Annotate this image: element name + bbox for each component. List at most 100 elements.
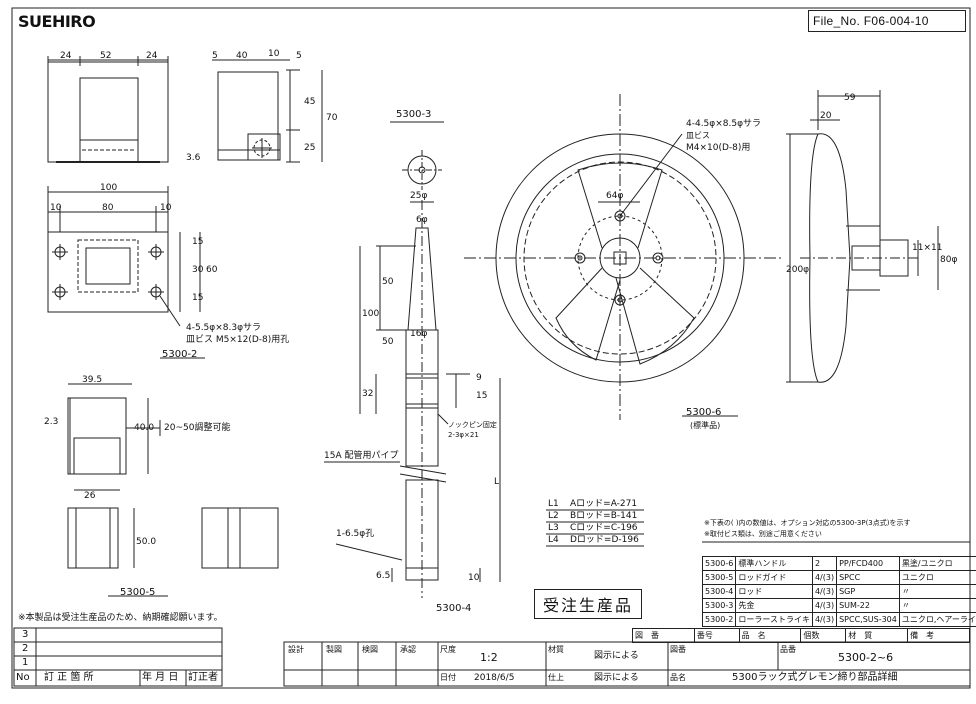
bom-cell: 2 — [811, 556, 838, 571]
revision-header: 年 月 日 — [142, 672, 179, 683]
dim-label: 100 — [362, 309, 379, 319]
scale-value: 1:2 — [480, 651, 498, 664]
bom-cell: PP/FCD400 — [836, 556, 900, 571]
dim-label: 59 — [844, 93, 856, 103]
part-label: 5300-6 — [686, 407, 722, 418]
dim-label: 50 — [382, 277, 394, 287]
bom-cell: 5300-3 — [701, 598, 737, 613]
bom-cell: SPCC,SUS-304 — [836, 612, 900, 627]
title-label: 承認 — [400, 645, 416, 654]
part-5300-2-side-view — [212, 59, 323, 163]
part-5300-5-views — [67, 383, 279, 597]
title-label: 図番 — [670, 645, 686, 654]
dim-label: 5 — [296, 51, 302, 61]
bom-cell: 5300-2 — [701, 612, 737, 627]
revision-no: 1 — [22, 657, 29, 668]
bom-cell: 5300-5 — [701, 570, 737, 585]
pipe-note: 15A 配管用パイプ — [324, 451, 399, 461]
dim-label: 9 — [476, 373, 482, 383]
bom-cell: ロッド — [735, 584, 813, 599]
part-sublabel: (標準品) — [690, 421, 721, 430]
bom-cell: 4/(3) — [811, 570, 838, 585]
bom-cell: 標準ハンドル — [735, 556, 813, 571]
bom-cell: SPCC — [836, 570, 900, 585]
material-value: 図示による — [594, 651, 639, 661]
rod-length-table — [546, 509, 644, 547]
dim-label: 5 — [212, 51, 218, 61]
dim-label: 200φ — [786, 265, 809, 275]
parts-list-header: 図 番 番号 品 名 個数 材 質 備 考 — [632, 628, 970, 643]
dim-label: 50 — [382, 337, 394, 347]
part-5300-6-handwheel-front — [464, 94, 782, 420]
bom-cell: 〃 — [898, 598, 976, 613]
dim-label: 16φ — [410, 329, 427, 339]
part-5300-6-handwheel-side — [786, 90, 939, 383]
made-to-order-stamp: 受注生産品 — [534, 589, 642, 619]
title-label: 設計 — [288, 645, 304, 654]
rod-row-label: L1 — [548, 499, 559, 509]
revision-no: 3 — [22, 629, 29, 640]
dim-label: 52 — [100, 51, 111, 61]
bom-cell: 〃 — [898, 584, 976, 599]
bom-cell: ユニクロ — [898, 570, 976, 585]
part-label: 5300-3 — [396, 109, 432, 120]
part-label: 5300-5 — [120, 587, 156, 598]
brand-logo: SUEHIRO — [18, 12, 96, 31]
bom-cell: 4/(3) — [811, 612, 838, 627]
revision-header: 訂正者 — [188, 672, 218, 683]
revision-header: 訂 正 箇 所 — [44, 672, 94, 683]
bom-cell: 5300-4 — [701, 584, 737, 599]
part-5300-2-plan-view — [47, 186, 205, 359]
hole-note: 4-4.5φ×8.5φサラ — [686, 119, 762, 129]
dim-label: 100 — [100, 183, 117, 193]
dim-label: 6φ — [416, 215, 428, 225]
title-label: 材質 — [548, 645, 564, 654]
file-number: File_No. F06-004-10 — [808, 10, 966, 32]
dim-label: 40 — [236, 51, 248, 61]
revision-no: 2 — [22, 643, 29, 654]
bom-cell: 先金 — [735, 598, 813, 613]
rod-row-text: Cロッド=C-196 — [570, 523, 638, 533]
bom-cell: ユニクロ,ヘアーライン — [898, 612, 976, 627]
table-row: 5300-2 ローラーストライキ 4/(3) SPCC,SUS-304 ユニクロ… — [701, 612, 976, 627]
rod-row-text: Aロッド=A-271 — [570, 499, 638, 509]
dim-label: 10 — [268, 49, 280, 59]
dim-label: 24 — [60, 51, 72, 61]
bom-cell: ロッドガイド — [735, 570, 813, 585]
bom-cell: ローラーストライキ — [735, 612, 813, 627]
rod-row-text: Dロッド=D-196 — [570, 535, 639, 545]
dim-label: 30 — [192, 265, 204, 275]
header-cell: 番号 — [693, 628, 740, 643]
dim-label: 40.0 — [134, 423, 154, 433]
adjust-note: 20~50調整可能 — [164, 423, 231, 433]
part-no-value: 5300-2~6 — [838, 651, 894, 664]
hole-note: 皿ビス — [686, 131, 710, 140]
part-5300-4-rod — [324, 200, 501, 598]
bom-cell: 4/(3) — [811, 584, 838, 599]
pin-note: ノックピン固定 — [448, 421, 497, 429]
header-cell: 図 番 — [632, 628, 695, 643]
header-cell: 品 名 — [738, 628, 802, 643]
parts-list-table: 5300-6 標準ハンドル 2 PP/FCD400 黒塗/ユニクロ 5300-5… — [701, 556, 976, 627]
table-note: ※下表の( )内の数値は、オプション対応の5300-3P(3点式)を示す — [704, 519, 911, 527]
finish-value: 図示による — [594, 673, 639, 683]
dim-label: 10 — [50, 203, 62, 213]
hole-note: 皿ビス M5×12(D-8)用孔 — [186, 335, 290, 345]
dim-label: 80 — [102, 203, 114, 213]
dim-label: 15 — [476, 391, 487, 401]
rod-row-text: Bロッド=B-141 — [570, 511, 638, 521]
dim-label: 24 — [146, 51, 158, 61]
dim-label: 32 — [362, 389, 373, 399]
revision-header: No — [16, 672, 30, 683]
rod-row-label: L2 — [548, 511, 559, 521]
title-block-grid — [283, 641, 971, 687]
dim-label: 25 — [304, 143, 315, 153]
bom-cell: SUM-22 — [836, 598, 900, 613]
bom-cell: SGP — [836, 584, 900, 599]
date-value: 2018/6/5 — [474, 673, 515, 683]
hole-note: M4×10(D-8)用 — [686, 143, 751, 153]
dim-label: 3.6 — [186, 153, 201, 163]
dim-label: 11×11 — [912, 243, 942, 253]
pin-note: 2-3φ×21 — [448, 431, 479, 439]
